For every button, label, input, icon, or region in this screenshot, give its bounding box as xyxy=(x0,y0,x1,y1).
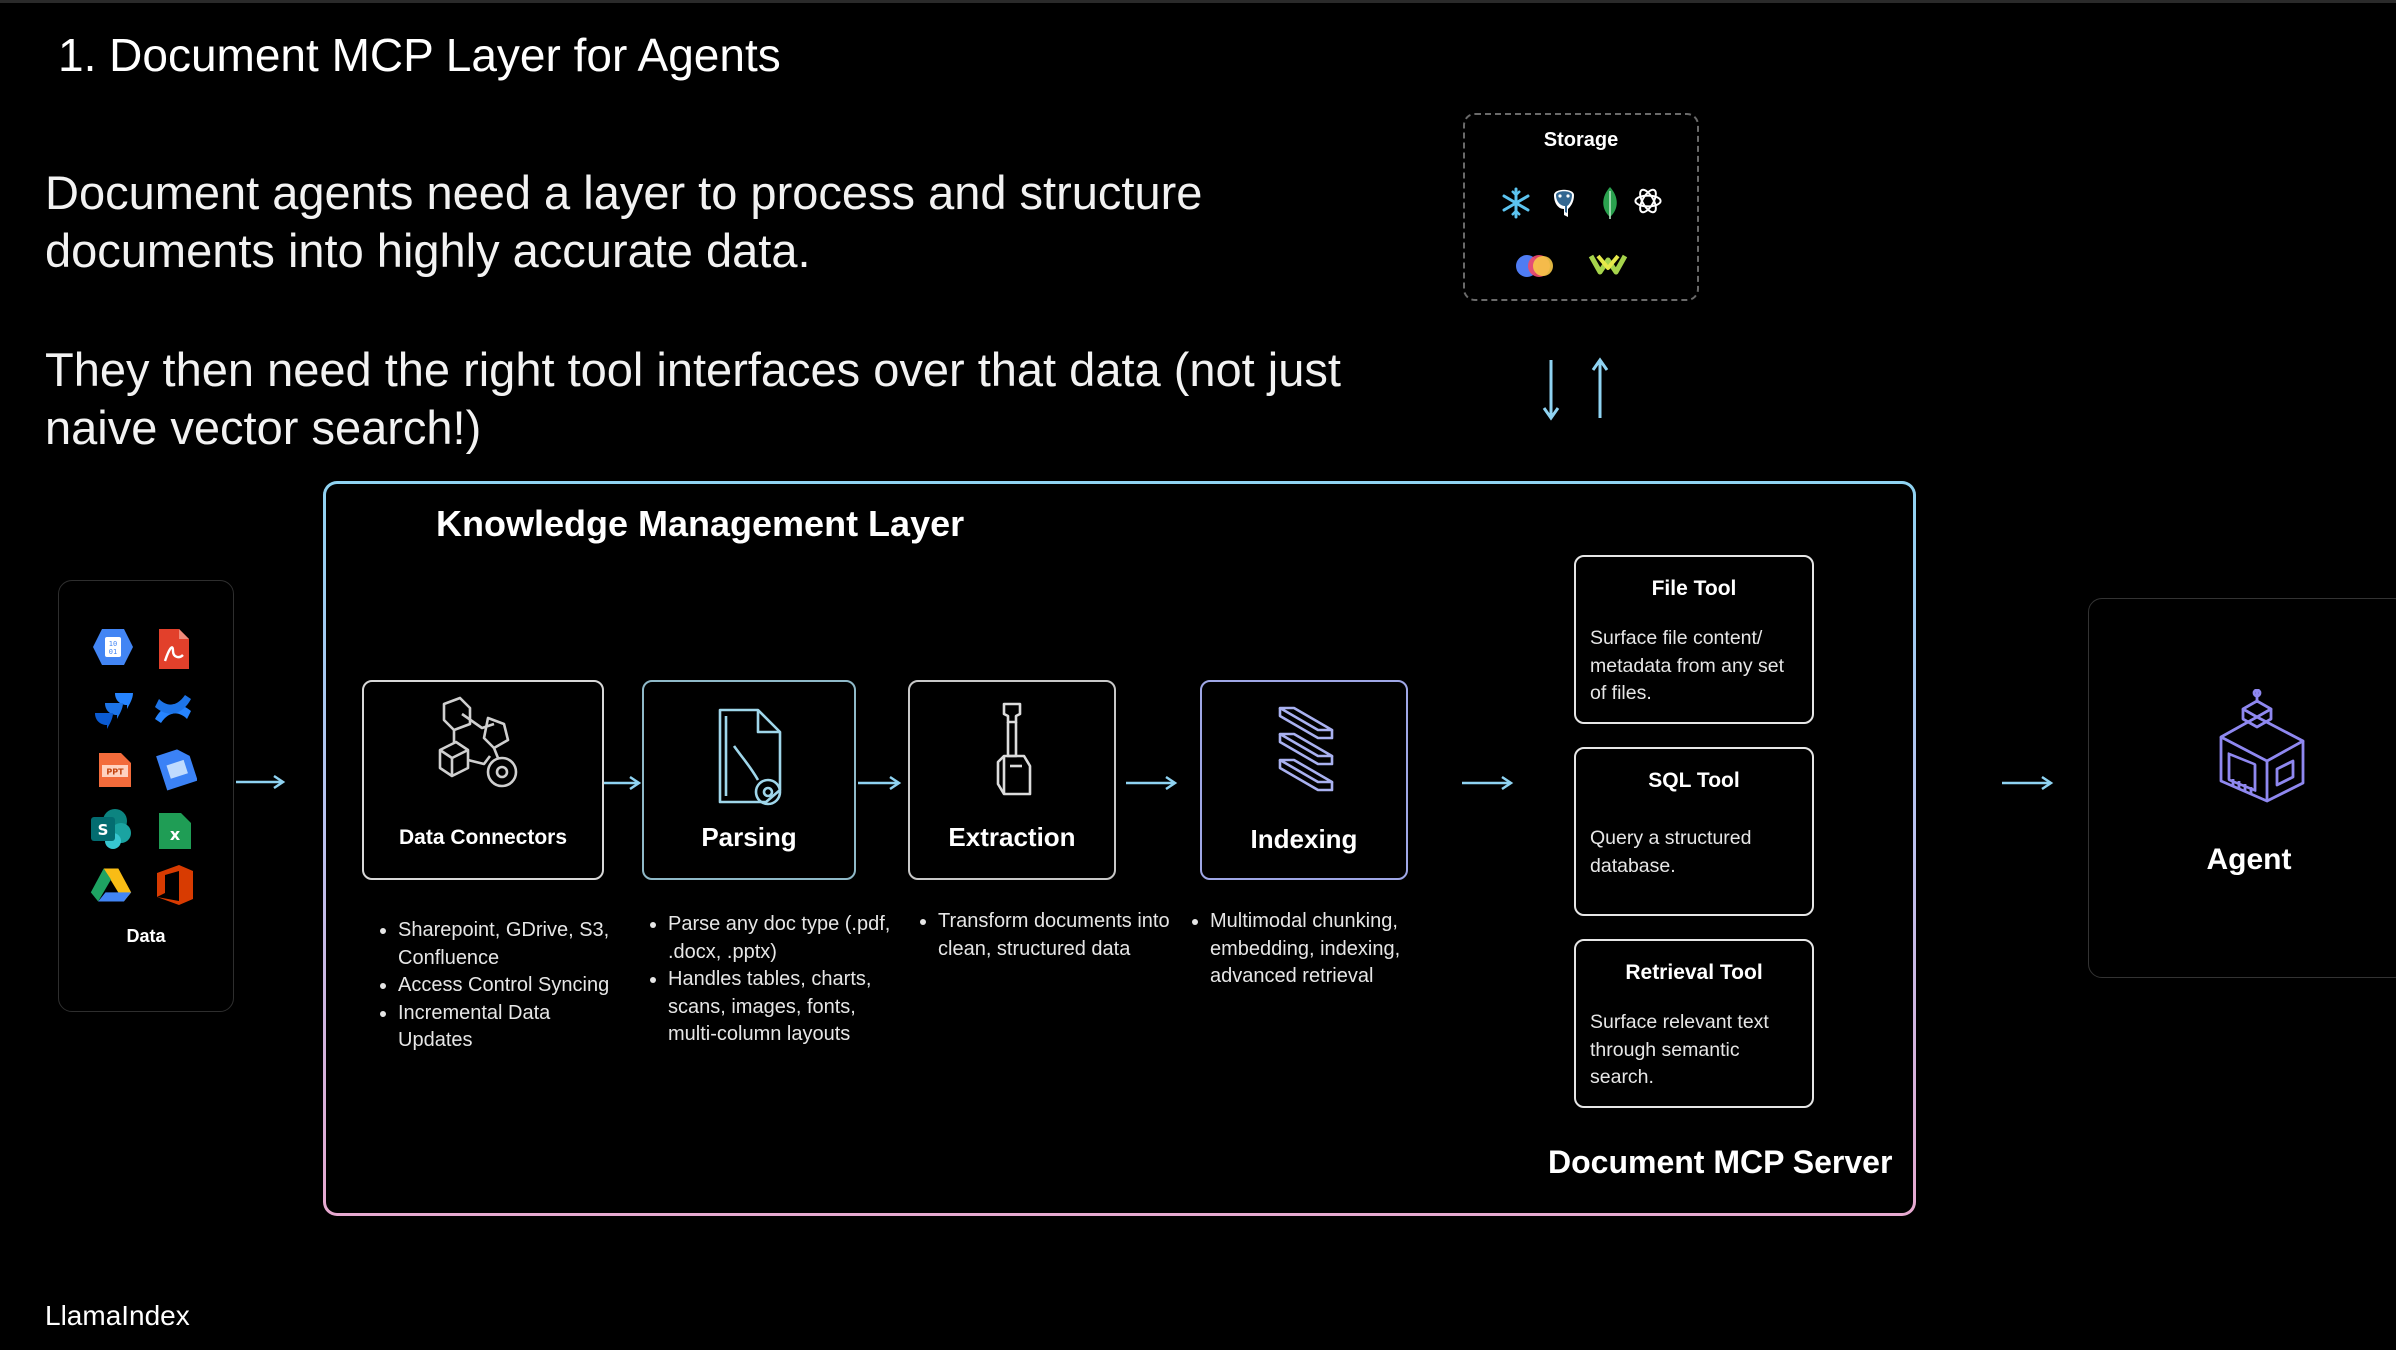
tool-name: File Tool xyxy=(1651,577,1737,600)
kml-title: Knowledge Management Layer xyxy=(436,503,965,544)
snowflake-icon xyxy=(1502,187,1530,219)
list-item: Handles tables, charts, scans, images, f… xyxy=(668,966,908,1049)
list-item: Incremental Data Updates xyxy=(398,1000,628,1055)
google-slides-icon xyxy=(156,749,197,791)
arrow-extraction-to-indexing xyxy=(1126,775,1178,791)
index-layers-icon xyxy=(1278,706,1334,792)
connectors-icon xyxy=(438,696,518,788)
agent-robot-icon xyxy=(2219,689,2305,803)
agent-panel: Agent xyxy=(2088,598,2396,978)
step-label: Indexing xyxy=(1250,824,1358,854)
knowledge-management-layer xyxy=(323,481,1916,1216)
document-parse-icon xyxy=(718,708,782,806)
file-tool-card: File Tool Surface file content/ metadata… xyxy=(1574,555,1814,724)
arrow-connectors-to-parsing xyxy=(604,775,642,791)
extraction-bullets: Transform documents into clean, structur… xyxy=(918,908,1178,963)
postgres-icon xyxy=(1554,189,1574,217)
confluence-icon xyxy=(155,695,191,723)
step-label: Extraction xyxy=(948,822,1076,852)
list-item: Access Control Syncing xyxy=(398,972,628,1000)
svg-text:PPT: PPT xyxy=(106,768,124,777)
data-sources-panel: 10 01 PPT S x Data xyxy=(58,580,234,1012)
list-item: Transform documents into clean, structur… xyxy=(938,908,1178,963)
svg-text:x: x xyxy=(170,825,181,844)
tool-name: Retrieval Tool xyxy=(1625,961,1763,984)
powerpoint-icon: PPT xyxy=(99,753,131,787)
intro-paragraph-2: They then need the right tool interfaces… xyxy=(45,343,1341,454)
arrow-data-to-kml xyxy=(236,774,286,790)
intro-paragraph-1: Document agents need a layer to process … xyxy=(45,166,1203,277)
svg-text:01: 01 xyxy=(109,648,117,656)
svg-text:10: 10 xyxy=(109,640,117,648)
indexing-bullets: Multimodal chunking, embedding, indexing… xyxy=(1190,908,1460,991)
data-connectors-bullets: Sharepoint, GDrive, S3, Confluence Acces… xyxy=(378,917,628,1055)
footer-brand: LlamaIndex xyxy=(45,1300,190,1331)
weaviate-icon xyxy=(1588,254,1628,275)
openai-icon xyxy=(1634,188,1662,214)
google-cloud-storage-icon: 10 01 xyxy=(93,629,133,665)
top-edge xyxy=(0,0,2396,3)
step-label: Data Connectors xyxy=(398,826,568,849)
sql-tool-card: SQL Tool Query a structured database. xyxy=(1574,747,1814,916)
arrow-mcp-to-agent xyxy=(2002,775,2054,791)
storage-box: Storage xyxy=(1463,113,1699,301)
tool-description: Surface relevant text through semantic s… xyxy=(1590,1011,1769,1088)
list-item: Multimodal chunking, embedding, indexing… xyxy=(1210,908,1460,991)
excel-icon: x xyxy=(159,813,191,849)
mcp-server-label: Document MCP Server xyxy=(1548,1144,1893,1180)
list-item: Sharepoint, GDrive, S3, Confluence xyxy=(398,917,628,972)
tool-description: Surface file content/ metadata from any … xyxy=(1590,627,1785,704)
retrieval-tool-card: Retrieval Tool Surface relevant text thr… xyxy=(1574,939,1814,1108)
data-label: Data xyxy=(126,926,166,946)
mongodb-icon xyxy=(1603,187,1617,219)
extraction-tool-icon xyxy=(996,702,1032,796)
pdf-icon xyxy=(159,629,189,669)
sharepoint-icon: S xyxy=(91,809,131,849)
svg-text:S: S xyxy=(98,821,109,839)
step-indexing: Indexing xyxy=(1200,680,1408,880)
list-item: Parse any doc type (.pdf, .docx, .pptx) xyxy=(668,911,908,966)
tool-description: Query a structured database. xyxy=(1590,827,1752,877)
parsing-bullets: Parse any doc type (.pdf, .docx, .pptx) … xyxy=(648,911,908,1049)
step-data-connectors: Data Connectors xyxy=(362,680,604,880)
step-parsing: Parsing xyxy=(642,680,856,880)
google-drive-icon xyxy=(90,868,132,902)
step-extraction: Extraction xyxy=(908,680,1116,880)
office-icon xyxy=(157,865,193,905)
tool-name: SQL Tool xyxy=(1648,769,1740,792)
multicolor-circles-icon xyxy=(1516,255,1553,277)
storage-label: Storage xyxy=(1543,129,1619,151)
arrow-parsing-to-extraction xyxy=(858,775,902,791)
down-arrow-icon xyxy=(1542,360,1560,421)
step-label: Parsing xyxy=(701,822,797,852)
agent-label: Agent xyxy=(2206,843,2292,876)
arrow-indexing-to-mcp xyxy=(1462,775,1514,791)
jira-icon xyxy=(95,693,133,729)
page-title: 1. Document MCP Layer for Agents xyxy=(58,29,781,81)
up-arrow-icon xyxy=(1591,357,1609,418)
